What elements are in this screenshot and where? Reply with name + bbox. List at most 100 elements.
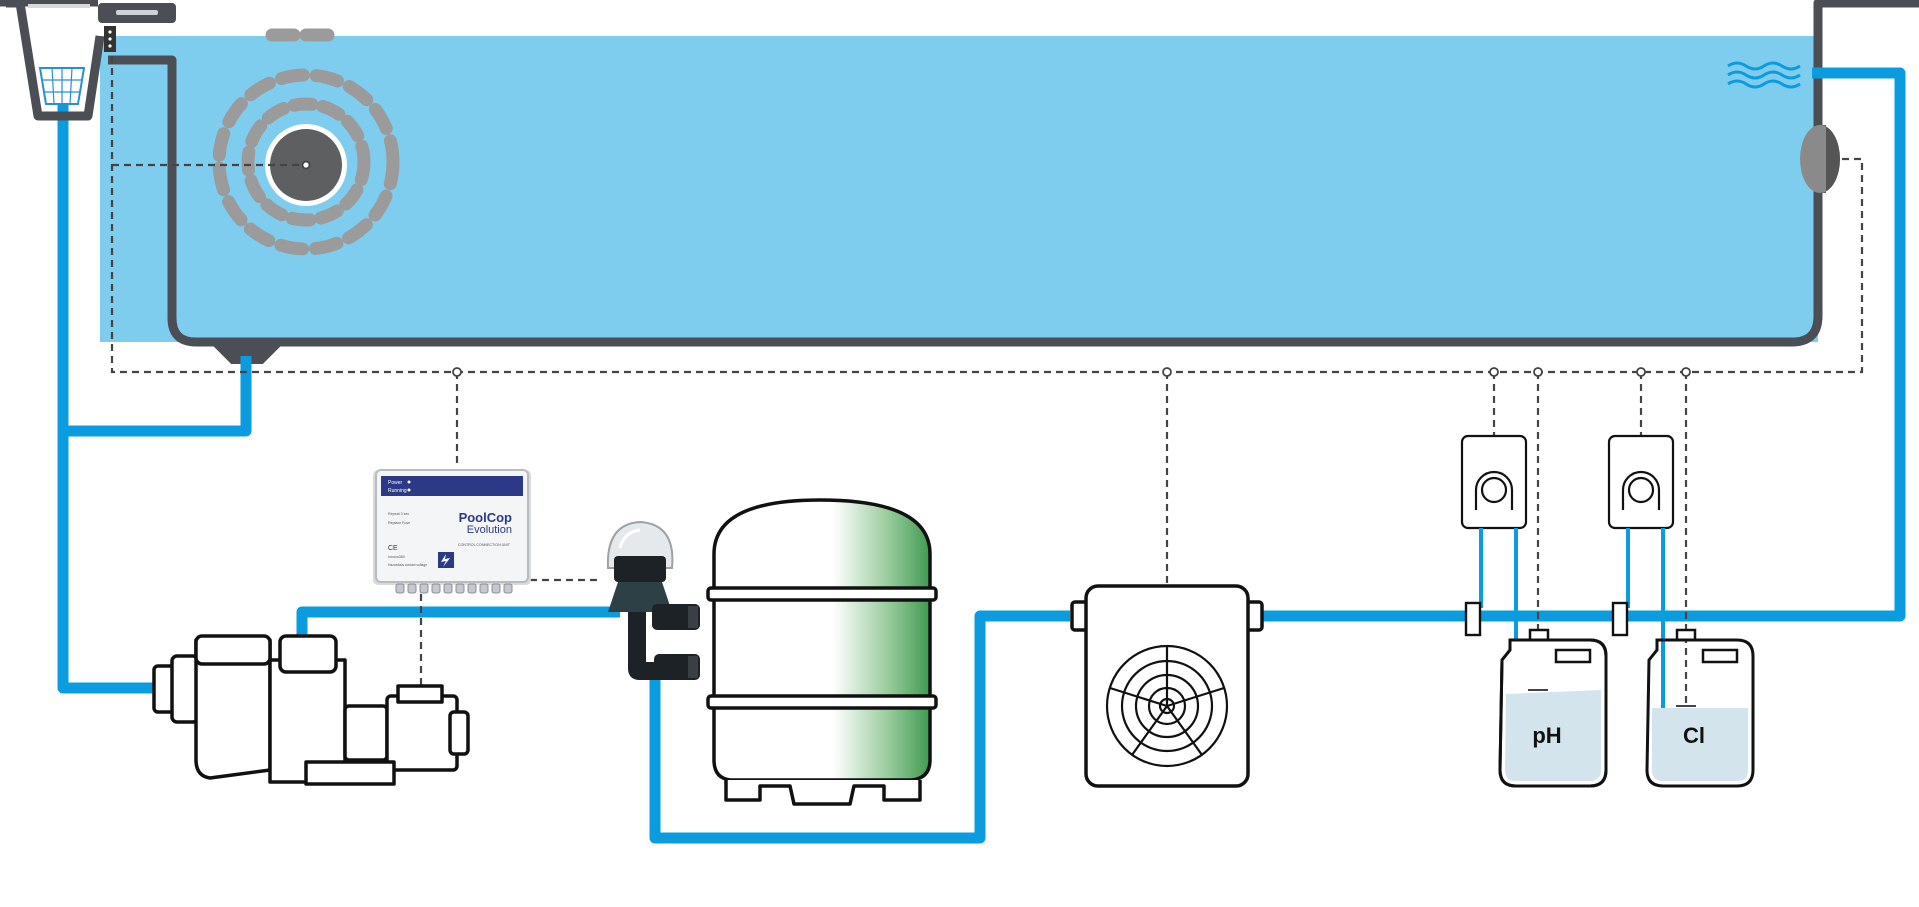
peristaltic-pump-icon — [1607, 434, 1675, 530]
skimmer-body — [6, 0, 105, 121]
pump-motor — [343, 704, 389, 762]
valve-union-bottom — [688, 656, 698, 678]
cable-gland — [491, 583, 501, 594]
controller-led — [407, 480, 411, 484]
cable-gland — [395, 583, 405, 594]
skimmer — [6, 0, 176, 121]
controller-product-line2: Replace Fuse — [388, 521, 410, 525]
pump-to-filter-pipe — [296, 606, 620, 640]
cable-gland — [455, 583, 465, 594]
filter-band-bottom — [706, 694, 938, 710]
pump-inlet — [170, 654, 200, 724]
pump-motor-body — [385, 694, 459, 772]
controller-led — [407, 488, 411, 492]
cable-junctions — [301, 160, 1691, 377]
jerrican-label-ph: pH — [1532, 723, 1561, 748]
robot-track-inner — [241, 97, 371, 227]
junction-dot — [452, 367, 462, 377]
drain-pipe — [63, 356, 252, 437]
pool-basin — [0, 0, 1919, 364]
wave-3 — [1727, 79, 1801, 89]
dosing-pump-body — [1607, 434, 1675, 530]
heat-pump-fan-icon — [1105, 644, 1229, 768]
level-sensor-dot — [108, 30, 112, 34]
controller-brand-line1: PoolCop — [459, 510, 512, 525]
jerrican-liquid-ph — [1505, 690, 1601, 781]
filter-to-heater-pipe — [649, 610, 1070, 844]
cable-gland — [419, 583, 429, 594]
pump-strainer-lid — [194, 634, 272, 666]
pool-wall — [108, 0, 1919, 347]
skimmer-basket-mesh — [42, 67, 82, 105]
junction-dot — [1636, 367, 1646, 377]
jerrican-handle-ph — [1554, 648, 1592, 664]
jerrican-label-cl: Cl — [1683, 723, 1705, 748]
chemical-jerrican-icon: pH — [1498, 628, 1608, 788]
controller-maker: Innovo360 — [388, 555, 405, 559]
junction-dot — [1162, 367, 1172, 377]
dosing-line-cl: Cl — [1607, 434, 1755, 788]
skimmer-lid — [28, 4, 90, 8]
jerrican-outline-cl — [1645, 638, 1755, 788]
underwater-light-icon — [1800, 125, 1840, 193]
pool-robot-cleaner-icon — [212, 68, 400, 256]
pump-strainer-body — [194, 638, 272, 780]
injection-valve-ph — [1464, 601, 1482, 637]
pump-base — [304, 760, 396, 786]
high-voltage-icon — [441, 554, 450, 567]
sand-filter-icon — [706, 498, 938, 806]
chemical-jerrican-icon: Cl — [1645, 628, 1755, 788]
dosing-pump-roller — [1621, 470, 1661, 510]
controller-certification: CE — [388, 545, 398, 552]
cable-gland — [431, 583, 441, 594]
junction-dot — [1489, 367, 1499, 377]
dosing-pump-body — [1460, 434, 1528, 530]
level-sensor-dot — [108, 37, 112, 41]
controller-status-running: Running — [388, 488, 407, 494]
jerrican-outline-ph — [1498, 638, 1608, 788]
junction-dot — [301, 160, 311, 170]
controller-product-line1: Repeat 3 sec — [388, 512, 409, 516]
peristaltic-pump-icon — [1460, 434, 1528, 530]
valve-union-top — [688, 606, 698, 628]
cable-gland — [503, 583, 513, 594]
cable-gland — [407, 583, 417, 594]
junction-dot — [1681, 367, 1691, 377]
level-sensor-dot — [108, 44, 112, 48]
skimmer-pipe — [57, 116, 158, 694]
dosing-line-ph: pH — [1460, 434, 1608, 788]
filter-base — [724, 780, 922, 806]
circulation-pump-icon — [152, 634, 470, 786]
water-level-waves-icon — [1727, 61, 1801, 89]
wave-2 — [1727, 70, 1801, 80]
valve-dome-shine — [618, 528, 641, 549]
water-pipes — [57, 67, 1906, 844]
junction-dot — [1533, 367, 1543, 377]
cable-gland — [467, 583, 477, 594]
controller-panel-title: CONTROL CONNECTION UNIT — [458, 543, 511, 547]
pool-water — [100, 36, 1818, 342]
cable-bus — [110, 56, 1864, 374]
wave-1 — [1727, 61, 1801, 71]
jerrican-cap-ph — [1528, 628, 1550, 640]
pump-motor-cap — [448, 710, 470, 756]
dosing-pump-rotor — [1627, 476, 1655, 504]
level-sensor-slot — [116, 10, 158, 15]
controller-box — [375, 469, 529, 583]
controller-warning-text: Hazardous contact voltage — [388, 563, 427, 567]
jerrican-cap-cl — [1675, 628, 1697, 640]
filter-tank — [712, 498, 932, 782]
injection-valve-cl — [1611, 601, 1629, 637]
controller-header — [381, 476, 523, 496]
jerrican-liquid-cl — [1652, 708, 1748, 781]
filter-band-top — [706, 586, 938, 602]
controller-cable-glands — [395, 583, 513, 594]
poolcop-controller: Power Running PoolCop Evolution Repeat 3… — [373, 469, 531, 594]
return-pipe — [1262, 67, 1906, 622]
multiport-valve-icon — [606, 520, 700, 680]
valve-waste-elbow — [628, 612, 660, 680]
cable-gland — [479, 583, 489, 594]
pump-terminal-box — [396, 684, 444, 704]
cable-gland — [443, 583, 453, 594]
